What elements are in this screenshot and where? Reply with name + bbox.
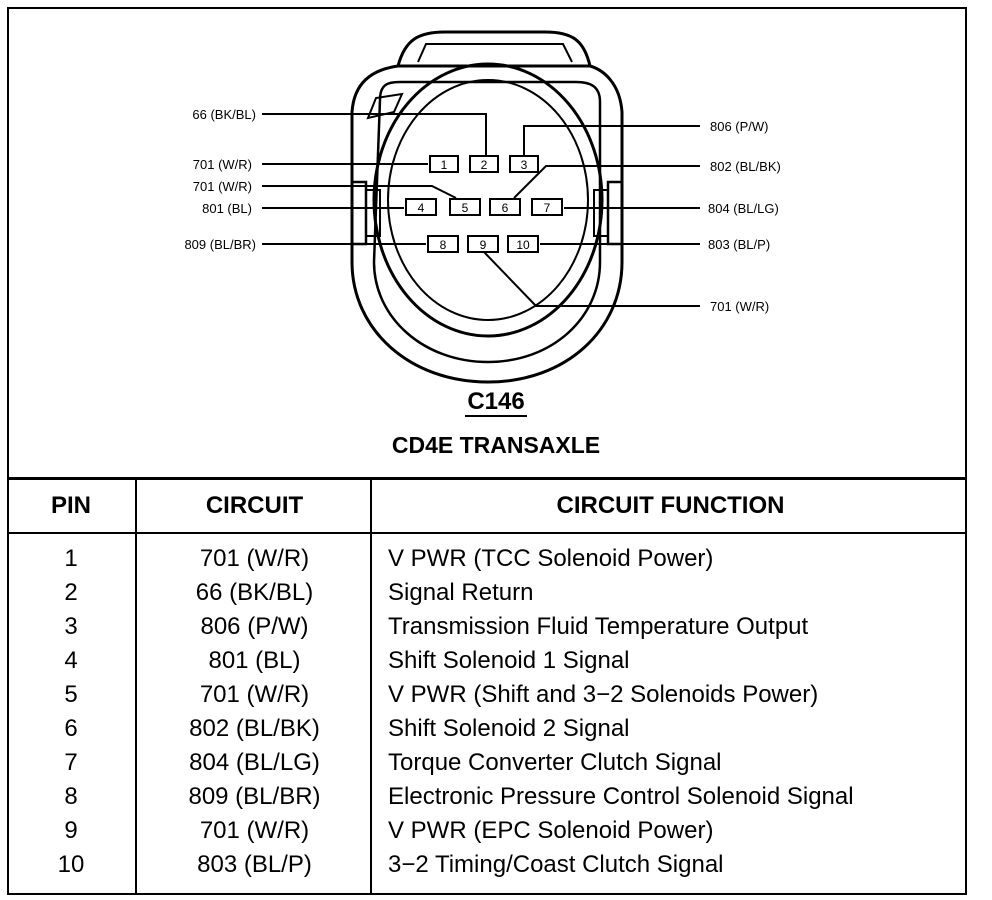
table-row: 7 804 (BL/LG) Torque Converter Clutch Si… bbox=[7, 746, 967, 780]
pin-cavity-6 bbox=[489, 198, 521, 216]
function-cell: Torque Converter Clutch Signal bbox=[388, 749, 722, 776]
function-cell: V PWR (Shift and 3−2 Solenoids Power) bbox=[388, 681, 819, 708]
pin-cell: 5 bbox=[64, 681, 78, 708]
pin-number: 8 bbox=[440, 238, 447, 252]
pin-cell: 2 bbox=[64, 579, 78, 606]
callout-label: 66 (BK/BL) bbox=[192, 107, 256, 122]
pin-number: 3 bbox=[521, 158, 528, 172]
table-row: 2 66 (BK/BL) Signal Return bbox=[7, 576, 967, 610]
pin-cell: 7 bbox=[64, 749, 78, 776]
pin-cavity-1 bbox=[429, 155, 459, 173]
pin-number: 7 bbox=[544, 201, 551, 215]
callout-label: 701 (W/R) bbox=[193, 179, 252, 194]
pin-cavity-9 bbox=[467, 235, 499, 253]
function-cell: Electronic Pressure Control Solenoid Sig… bbox=[388, 783, 854, 810]
connector-body bbox=[350, 30, 624, 384]
pin-number: 4 bbox=[418, 201, 425, 215]
circuit-cell: 809 (BL/BR) bbox=[188, 783, 321, 810]
callout-label: 802 (BL/BK) bbox=[710, 159, 781, 174]
connector-name: CD4E TRANSAXLE bbox=[391, 432, 601, 458]
connector-diagram: 1 2 3 4 5 6 7 8 9 10 66 (BK/BL) 701 (W/R… bbox=[184, 30, 781, 384]
callout-label: 801 (BL) bbox=[202, 201, 252, 216]
leader-pin-5 bbox=[262, 185, 457, 199]
right-callouts: 806 (P/W) 802 (BL/BK) 804 (BL/LG) 803 (B… bbox=[708, 119, 781, 314]
pin-cavity-5 bbox=[449, 198, 481, 216]
table-row: 10 803 (BL/P) 3−2 Timing/Coast Clutch Si… bbox=[7, 848, 967, 882]
table-row: 9 701 (W/R) V PWR (EPC Solenoid Power) bbox=[7, 814, 967, 848]
pin-cavity-2 bbox=[469, 155, 499, 173]
header-circuit-function: CIRCUIT FUNCTION bbox=[556, 492, 785, 519]
column-divider bbox=[370, 480, 372, 895]
pin-cell: 6 bbox=[64, 715, 78, 742]
leader-pin-9 bbox=[483, 251, 700, 307]
circuit-cell: 701 (W/R) bbox=[199, 817, 310, 844]
pin-number: 2 bbox=[481, 158, 488, 172]
circuit-cell: 701 (W/R) bbox=[199, 545, 310, 572]
leader-lines bbox=[262, 113, 700, 307]
circuit-cell: 66 (BK/BL) bbox=[195, 579, 314, 606]
pin-number: 1 bbox=[441, 158, 448, 172]
callout-label: 701 (W/R) bbox=[710, 299, 769, 314]
callout-label: 701 (W/R) bbox=[193, 157, 252, 172]
circuit-cell: 802 (BL/BK) bbox=[189, 715, 320, 742]
pin-cell: 8 bbox=[64, 783, 78, 810]
pin-number: 10 bbox=[516, 238, 530, 252]
function-cell: Signal Return bbox=[388, 579, 534, 606]
pin-table: PIN CIRCUIT CIRCUIT FUNCTION 1 701 (W/R)… bbox=[7, 480, 967, 895]
function-cell: V PWR (TCC Solenoid Power) bbox=[388, 545, 714, 572]
header-divider bbox=[7, 532, 967, 534]
pin-cavity-8 bbox=[427, 235, 459, 253]
pin-cavity-10 bbox=[507, 235, 539, 253]
callout-label: 804 (BL/LG) bbox=[708, 201, 779, 216]
left-callouts: 66 (BK/BL) 701 (W/R) 701 (W/R) 801 (BL) … bbox=[184, 107, 256, 252]
circuit-cell: 801 (BL) bbox=[208, 647, 301, 674]
table-row: 8 809 (BL/BR) Electronic Pressure Contro… bbox=[7, 780, 967, 814]
pin-numbers: 1 2 3 4 5 6 7 8 9 10 bbox=[418, 158, 551, 252]
pin-cell: 4 bbox=[64, 647, 78, 674]
table-row: 3 806 (P/W) Transmission Fluid Temperatu… bbox=[7, 610, 967, 644]
pin-cell: 10 bbox=[57, 851, 85, 878]
pin-cavity-3 bbox=[509, 155, 539, 173]
function-cell: Shift Solenoid 2 Signal bbox=[388, 715, 630, 742]
leader-pin-6 bbox=[513, 165, 700, 199]
pin-cavities bbox=[405, 155, 563, 253]
outer-frame bbox=[7, 7, 967, 895]
pin-cell: 1 bbox=[64, 545, 78, 572]
callout-label: 806 (P/W) bbox=[710, 119, 769, 134]
header-pin: PIN bbox=[50, 492, 91, 519]
pin-cell: 9 bbox=[64, 817, 78, 844]
function-cell: Transmission Fluid Temperature Output bbox=[388, 613, 809, 640]
circuit-cell: 806 (P/W) bbox=[200, 613, 309, 640]
connector-id: C146 bbox=[0, 388, 992, 417]
circuit-cell: 804 (BL/LG) bbox=[189, 749, 320, 776]
pin-cell: 3 bbox=[64, 613, 78, 640]
column-divider bbox=[135, 480, 137, 895]
pin-number: 5 bbox=[462, 201, 469, 215]
pin-number: 6 bbox=[502, 201, 509, 215]
pin-cavity-7 bbox=[531, 198, 563, 216]
section-divider bbox=[7, 477, 967, 480]
header-circuit: CIRCUIT bbox=[205, 492, 304, 519]
circuit-cell: 803 (BL/P) bbox=[197, 851, 312, 878]
function-cell: V PWR (EPC Solenoid Power) bbox=[388, 817, 714, 844]
callout-label: 809 (BL/BR) bbox=[184, 237, 256, 252]
table-row: 1 701 (W/R) V PWR (TCC Solenoid Power) bbox=[7, 542, 967, 576]
function-cell: 3−2 Timing/Coast Clutch Signal bbox=[388, 851, 724, 878]
leader-pin-2 bbox=[262, 113, 487, 156]
pin-cavity-4 bbox=[405, 198, 437, 216]
callout-label: 803 (BL/P) bbox=[708, 237, 770, 252]
leader-pin-3 bbox=[523, 125, 700, 156]
function-cell: Shift Solenoid 1 Signal bbox=[388, 647, 630, 674]
pin-number: 9 bbox=[480, 238, 487, 252]
circuit-cell: 701 (W/R) bbox=[199, 681, 310, 708]
table-row: 4 801 (BL) Shift Solenoid 1 Signal bbox=[7, 644, 967, 678]
table-row: 6 802 (BL/BK) Shift Solenoid 2 Signal bbox=[7, 712, 967, 746]
connector-id-text: C146 bbox=[465, 388, 527, 417]
table-row: 5 701 (W/R) V PWR (Shift and 3−2 Solenoi… bbox=[7, 678, 967, 712]
